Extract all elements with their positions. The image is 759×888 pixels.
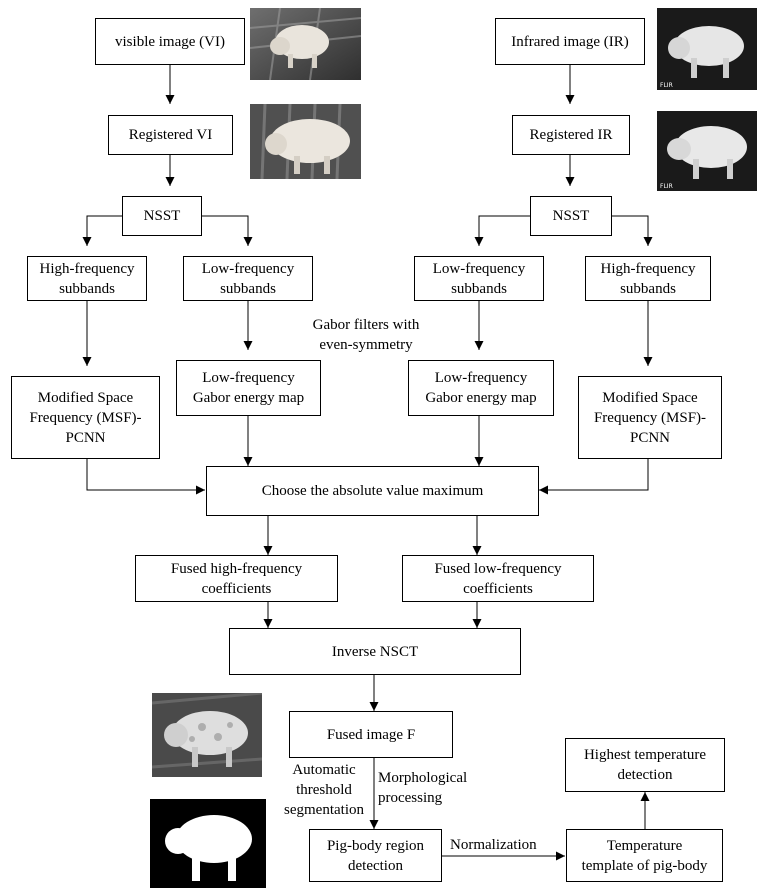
arrow-vi-msf-to-choose — [86, 459, 205, 495]
flir-watermark-1: FLIR — [660, 82, 673, 89]
nsst-left-box: NSST — [122, 196, 202, 236]
arrow-ir-msf-to-choose — [539, 459, 649, 495]
normalization-label: Normalization — [450, 837, 537, 853]
arrow-nsst-to-vi-high — [82, 215, 122, 246]
fused-low-box: Fused low-frequency coefficients — [402, 555, 594, 602]
fused-image-thumbnail — [152, 693, 262, 777]
ir-gabor-map-box: Low-frequency Gabor energy map — [408, 360, 554, 416]
gabor-filters-label: Gabor filters with even-symmetry — [312, 317, 420, 353]
segmented-mask-thumbnail — [150, 799, 266, 888]
auto-threshold-label: Automatic threshold segmentation — [284, 762, 364, 818]
infrared-image-thumbnail: FLIR — [657, 8, 757, 90]
arrow-nsst-to-ir-low — [474, 215, 530, 246]
temp-template-box: Temperature template of pig-body — [566, 829, 723, 882]
visible-image-thumbnail — [250, 8, 361, 80]
registered-ir-thumbnail: FLIR — [657, 111, 757, 191]
vi-registered-box: Registered VI — [108, 115, 233, 155]
ir-input-box: Infrared image (IR) — [495, 18, 645, 65]
highest-temp-box: Highest temperature detection — [565, 738, 725, 792]
vi-low-subbands-box: Low-frequency subbands — [183, 256, 313, 301]
registered-vi-thumbnail — [250, 104, 361, 179]
arrow-nsst-to-vi-low — [202, 215, 253, 246]
arrow-nsst-to-ir-high — [612, 215, 653, 246]
ir-low-subbands-box: Low-frequency subbands — [414, 256, 544, 301]
vi-high-subbands-box: High-frequency subbands — [27, 256, 147, 301]
inverse-nsct-box: Inverse NSCT — [229, 628, 521, 675]
pig-region-box: Pig-body region detection — [309, 829, 442, 882]
choose-max-box: Choose the absolute value maximum — [206, 466, 539, 516]
morphological-label: Morphological processing — [378, 770, 468, 806]
fused-image-box: Fused image F — [289, 711, 453, 758]
nsst-right-box: NSST — [530, 196, 612, 236]
flir-watermark-2: FLIR — [660, 183, 673, 190]
fused-high-box: Fused high-frequency coefficients — [135, 555, 338, 602]
ir-msf-pcnn-box: Modified Space Frequency (MSF)- PCNN — [578, 376, 722, 459]
ir-high-subbands-box: High-frequency subbands — [585, 256, 711, 301]
vi-msf-pcnn-box: Modified Space Frequency (MSF)- PCNN — [11, 376, 160, 459]
vi-gabor-map-box: Low-frequency Gabor energy map — [176, 360, 321, 416]
vi-input-box: visible image (VI) — [95, 18, 245, 65]
ir-registered-box: Registered IR — [512, 115, 630, 155]
